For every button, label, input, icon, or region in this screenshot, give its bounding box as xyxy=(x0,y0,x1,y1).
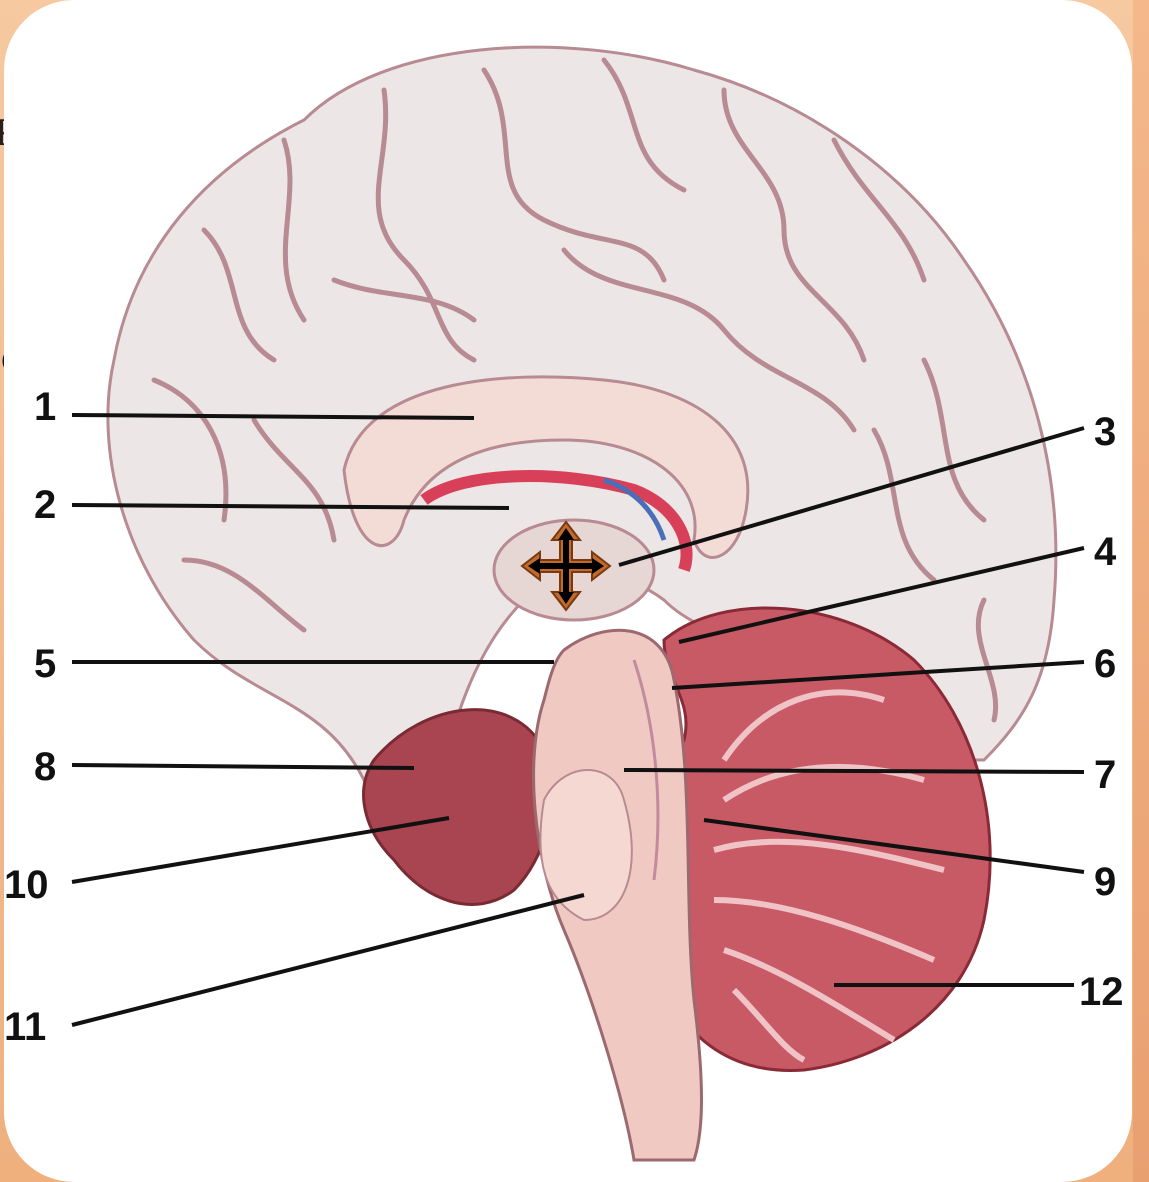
slide-right-edge xyxy=(1133,0,1149,1182)
label-12: 12 xyxy=(1079,970,1124,1014)
label-3: 3 xyxy=(1094,410,1116,454)
label-9: 9 xyxy=(1094,860,1116,904)
label-2: 2 xyxy=(34,483,56,527)
leader-line xyxy=(72,895,584,1025)
label-7: 7 xyxy=(1094,753,1116,797)
leader-line xyxy=(624,770,1084,772)
label-10: 10 xyxy=(4,863,49,907)
label-6: 6 xyxy=(1094,642,1116,686)
label-8: 8 xyxy=(34,745,56,789)
brain-diagram: 1 2 3 4 5 6 8 7 10 9 11 12 xyxy=(4,0,1132,1182)
label-5: 5 xyxy=(34,642,56,686)
label-4: 4 xyxy=(1094,530,1117,574)
brain-picture[interactable]: 1 2 3 4 5 6 8 7 10 9 11 12 xyxy=(4,0,1132,1182)
label-1: 1 xyxy=(34,385,56,429)
label-11: 11 xyxy=(4,1005,46,1049)
